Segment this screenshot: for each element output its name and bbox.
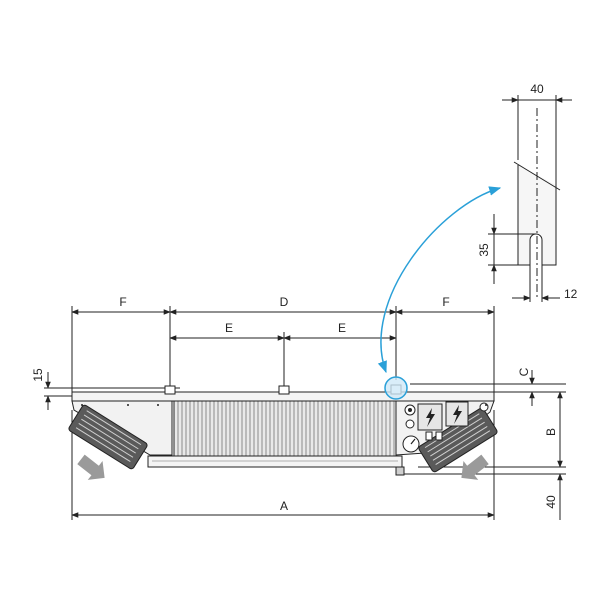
dim-f-right: F: [442, 295, 449, 309]
detail-callout: [377, 186, 502, 400]
mounting-bracket-left: [164, 385, 176, 395]
drip-tray: [147, 455, 403, 468]
dim-e-right: E: [338, 321, 346, 335]
dim-e-left: E: [225, 321, 233, 335]
airflow-arrow-left: [77, 454, 105, 480]
dim-40-bottom: 40: [544, 495, 558, 509]
electrical-panel: [402, 401, 489, 453]
lightning-icon: [453, 405, 462, 424]
right-fan: [418, 407, 498, 473]
airflow-arrow-right: [461, 454, 489, 480]
coil-fins: [173, 400, 397, 457]
rail-screws: [81, 404, 487, 406]
callout-arrow: [377, 186, 502, 374]
callout-circle: [384, 376, 408, 400]
mounting-bracket-center: [278, 385, 290, 395]
dim-detail-40: 40: [530, 82, 544, 96]
dim-detail-35: 35: [477, 243, 491, 257]
dim-15-lines: [44, 372, 180, 410]
dim-d: D: [280, 295, 289, 309]
air-cooler-unit: [68, 384, 498, 476]
dim-detail-12: 12: [564, 287, 578, 301]
dim-f-left: F: [119, 295, 126, 309]
rail-profile-detail: [488, 95, 572, 302]
dim-b: B: [544, 428, 558, 436]
dim-15: 15: [31, 368, 45, 382]
dim-a: A: [280, 499, 288, 513]
drain-outlet: [395, 466, 405, 476]
left-fan: [68, 404, 148, 470]
lightning-icon: [426, 408, 435, 427]
terminal-box-left: [417, 403, 443, 431]
dim-c: C: [517, 367, 531, 376]
connector-icon: [405, 419, 415, 429]
